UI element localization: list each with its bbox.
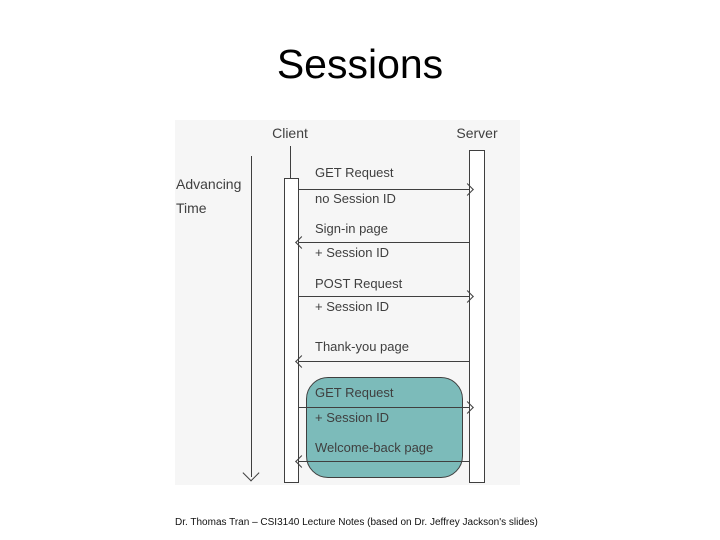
message-line2: + Session ID (315, 245, 390, 260)
message-arrow-left (295, 355, 470, 368)
message-arrow-left (295, 455, 470, 468)
message-line1: Sign-in page (315, 221, 388, 236)
message-line1: GET Request (315, 165, 394, 180)
server-label: Server (456, 125, 498, 141)
footer-credit: Dr. Thomas Tran – CSI3140 Lecture Notes … (175, 517, 538, 528)
advancing-time-line2: Time (176, 200, 207, 216)
down-arrowhead-icon (242, 464, 260, 482)
message-arrow-right (299, 183, 474, 196)
message-line1: Thank-you page (315, 339, 409, 354)
advancing-time-label: Advancing Time (176, 172, 241, 220)
sequence-diagram: Client Server Advancing Time GET Request… (175, 120, 520, 485)
message-arrow-right (299, 401, 474, 414)
message-line2: + Session ID (315, 299, 390, 314)
client-lifeline (290, 146, 291, 178)
message-line2: + Session ID (315, 410, 390, 425)
message-line2: no Session ID (315, 191, 396, 206)
client-activation-bar (284, 178, 299, 483)
message-arrow-right (299, 290, 474, 303)
slide-title: Sessions (276, 41, 444, 87)
client-label: Client (272, 125, 308, 141)
message-line1: GET Request (315, 385, 394, 400)
message-line1: POST Request (315, 276, 403, 291)
message-arrow-left (295, 236, 470, 249)
time-axis-line (242, 156, 260, 482)
message-line1: Welcome-back page (315, 440, 434, 455)
server-activation-bar (469, 150, 485, 483)
advancing-time-line1: Advancing (176, 176, 242, 192)
